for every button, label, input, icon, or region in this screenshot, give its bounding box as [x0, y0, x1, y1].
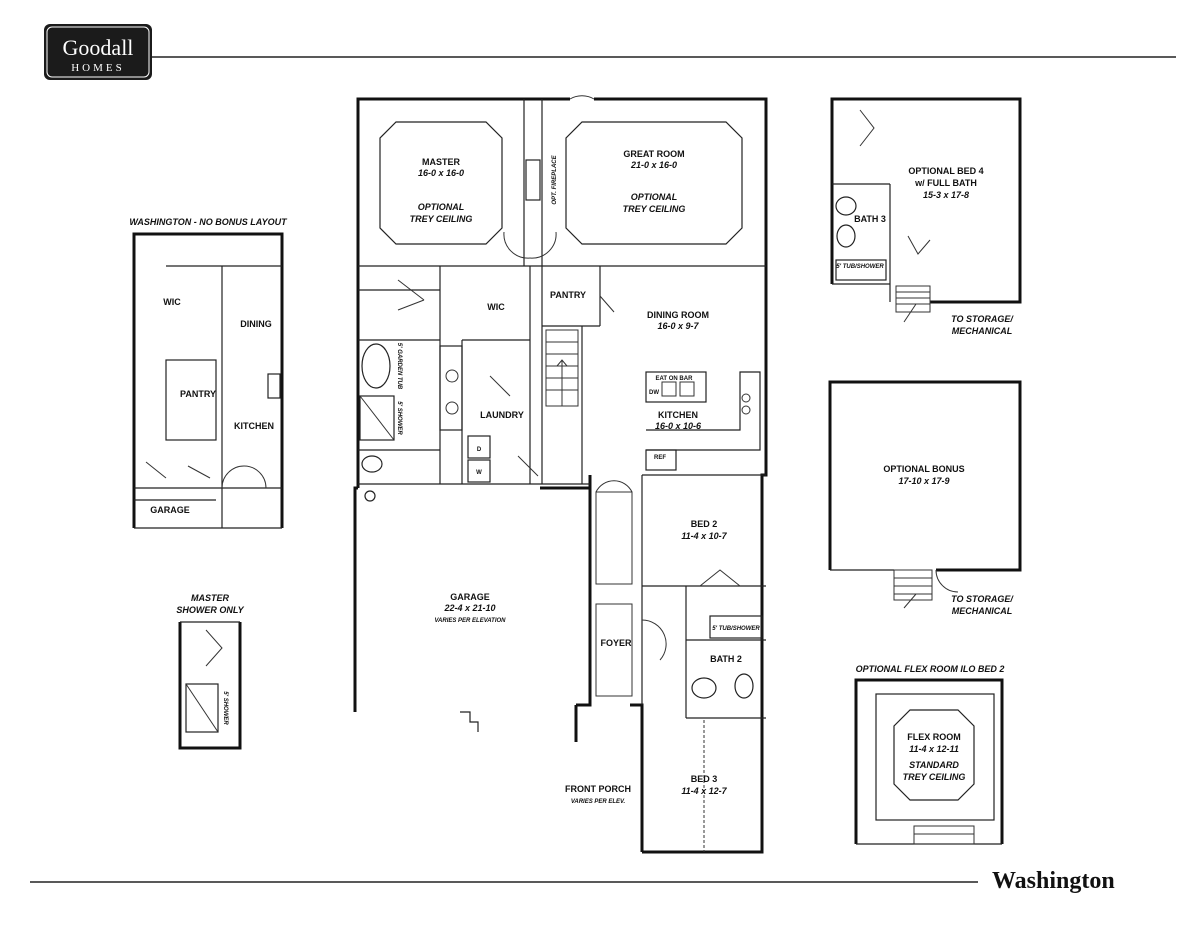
pantry-label: PANTRY [550, 290, 586, 300]
bed2-label: BED 2 [691, 519, 718, 529]
nb-pantry: PANTRY [180, 389, 216, 399]
brand-name: Goodall [63, 35, 134, 60]
flex-plan [854, 678, 1004, 845]
bonus-storage1: TO STORAGE/ [951, 594, 1014, 604]
no-bonus-title: WASHINGTON - NO BONUS LAYOUT [129, 217, 288, 227]
porch-label: FRONT PORCH [565, 784, 631, 794]
plan-title: Washington [992, 868, 1115, 894]
washer-label: W [476, 470, 482, 476]
nb-kitchen: KITCHEN [234, 421, 274, 431]
great-room-label: GREAT ROOM [623, 149, 684, 159]
laundry-label: LAUNDRY [480, 410, 524, 420]
bed3-label: BED 3 [691, 774, 718, 784]
eat-on-bar-label: EAT ON BAR [656, 376, 694, 382]
tub-shower-label: 5' TUB/SHOWER [712, 626, 760, 632]
ms-shower-label: 5' SHOWER [222, 691, 228, 725]
porch-note: VARIES PER ELEV. [571, 799, 626, 805]
flex-label: FLEX ROOM [907, 732, 961, 742]
foyer-label: FOYER [600, 638, 632, 648]
great-room-size: 21-0 x 16-0 [630, 160, 677, 170]
master-size: 16-0 x 16-0 [418, 168, 464, 178]
nb-wic: WIC [163, 297, 181, 307]
great-room-note1: OPTIONAL [631, 192, 678, 202]
bed4-plan [830, 97, 1022, 323]
great-room-note2: TREY CEILING [623, 204, 686, 214]
bed4-sub: w/ FULL BATH [914, 178, 977, 188]
kitchen-label: KITCHEN [658, 410, 698, 420]
nb-garage: GARAGE [150, 505, 190, 515]
nb-dining: DINING [240, 319, 272, 329]
flex-size: 11-4 x 12-11 [909, 744, 959, 754]
main-floor-plan [353, 95, 768, 854]
fireplace-label: OPT. FIREPLACE [552, 154, 558, 204]
garage-note: VARIES PER ELEVATION [434, 618, 506, 624]
no-bonus-plan [132, 232, 284, 529]
bath3-tub: 5' TUB/SHOWER [836, 264, 884, 270]
brand-logo: Goodall HOMES [44, 24, 152, 80]
flex-title: OPTIONAL FLEX ROOM ILO BED 2 [856, 664, 1005, 674]
ref-label: REF [654, 455, 666, 461]
master-label: MASTER [422, 157, 461, 167]
ms-title1: MASTER [191, 593, 230, 603]
dw-label: DW [649, 390, 659, 396]
bonus-plan [828, 380, 1022, 609]
bonus-size: 17-10 x 17-9 [898, 476, 949, 486]
dryer-label: D [477, 447, 482, 453]
bed2-size: 11-4 x 10-7 [681, 531, 727, 541]
bath2-label: BATH 2 [710, 654, 742, 664]
wic-label: WIC [487, 302, 505, 312]
dining-size: 16-0 x 9-7 [657, 321, 699, 331]
garage-size: 22-4 x 21-10 [443, 603, 495, 613]
master-note2: TREY CEILING [410, 214, 473, 224]
flex-note2: TREY CEILING [903, 772, 966, 782]
shower-label: 5' SHOWER [396, 401, 402, 435]
master-note1: OPTIONAL [418, 202, 465, 212]
bed3-size: 11-4 x 12-7 [681, 786, 727, 796]
bed4-storage1: TO STORAGE/ [951, 314, 1014, 324]
bed4-size: 15-3 x 17-8 [923, 190, 969, 200]
bed4-storage2: MECHANICAL [952, 326, 1013, 336]
garden-tub-label: 5' GARDEN TUB [396, 343, 402, 390]
master-shower-plan [178, 621, 242, 750]
bonus-label: OPTIONAL BONUS [883, 464, 964, 474]
garage-label: GARAGE [450, 592, 490, 602]
bed4-label: OPTIONAL BED 4 [908, 166, 983, 176]
brand-sub: HOMES [71, 62, 125, 74]
flex-note1: STANDARD [909, 760, 959, 770]
ms-title2: SHOWER ONLY [176, 605, 244, 615]
kitchen-size: 16-0 x 10-6 [655, 421, 702, 431]
bath3-label: BATH 3 [854, 214, 886, 224]
bonus-storage2: MECHANICAL [952, 606, 1013, 616]
dining-label: DINING ROOM [647, 310, 709, 320]
